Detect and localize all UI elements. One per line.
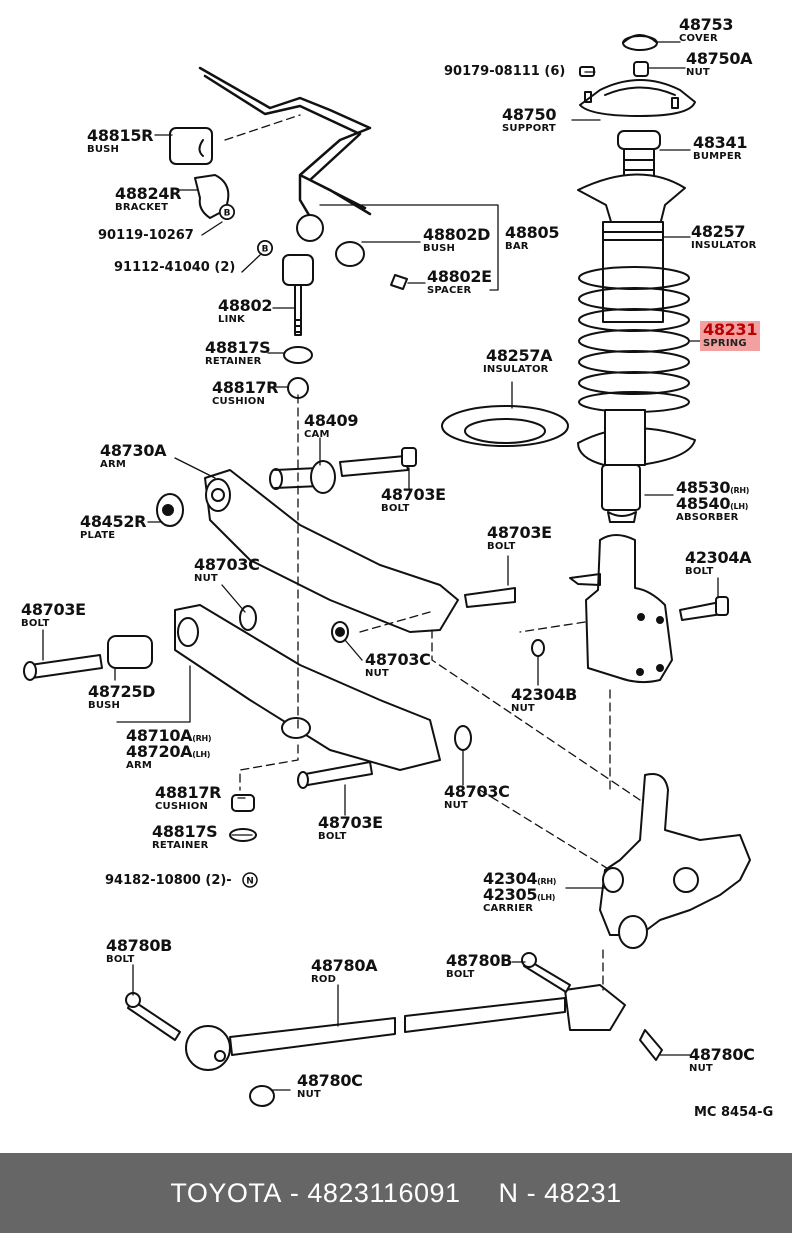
rod-part bbox=[229, 1017, 396, 1056]
bush-part bbox=[169, 127, 213, 165]
std-part-90119-10267[interactable]: 90179-08111 (6)90119-10267 bbox=[98, 228, 194, 243]
callout-48530-48540[interactable]: 48530(RH) 48540(LH) ABSORBER bbox=[676, 478, 750, 523]
lower-insulator-part bbox=[441, 405, 569, 447]
stabilizer-bar-part bbox=[198, 66, 372, 222]
spring-part bbox=[578, 266, 690, 413]
brand-name: TOYOTA bbox=[170, 1177, 282, 1208]
lower-arm-part bbox=[174, 604, 441, 771]
upper-arm-part bbox=[204, 469, 459, 633]
upper-seat-part bbox=[577, 173, 686, 226]
arm-bush-part bbox=[107, 635, 153, 669]
std-part-94182-10800[interactable]: 94182-10800 (2)- bbox=[105, 873, 232, 888]
ref-prefix: N bbox=[498, 1177, 519, 1208]
bracket-part bbox=[194, 174, 230, 219]
diagram-code: MC 8454-G bbox=[694, 1105, 774, 1120]
insulator-part bbox=[602, 221, 664, 323]
std-part-90179-08111[interactable]: 90179-08111 (6) bbox=[444, 64, 566, 79]
bolt-part bbox=[464, 587, 516, 608]
strut-housing-part bbox=[585, 534, 673, 684]
part-info-footer: TOYOTA - 4823116091 N - 48231 bbox=[0, 1153, 792, 1233]
ref-number[interactable]: 48231 bbox=[544, 1177, 622, 1208]
exploded-view-drawing bbox=[23, 34, 751, 1107]
support-part bbox=[579, 79, 696, 117]
absorber-part bbox=[604, 409, 646, 466]
rod-nut-part bbox=[249, 1085, 275, 1107]
part-number[interactable]: 4823116091 bbox=[307, 1177, 461, 1208]
link-part bbox=[282, 254, 314, 286]
separator: - bbox=[526, 1177, 537, 1208]
separator: - bbox=[289, 1177, 300, 1208]
callout-42304-42305[interactable]: 42304(RH) 42305(LH) CARRIER bbox=[483, 869, 557, 914]
carrier-part bbox=[599, 773, 751, 936]
std-part-91112-41040[interactable]: 91112-41040 (2) bbox=[114, 260, 236, 275]
arm-bolt-part bbox=[29, 654, 103, 679]
nut-part bbox=[633, 61, 649, 77]
callout-48710A-48720A[interactable]: 48710A(RH) 48720A(LH) ARM bbox=[126, 726, 212, 771]
cam-bolt-part bbox=[339, 455, 409, 477]
